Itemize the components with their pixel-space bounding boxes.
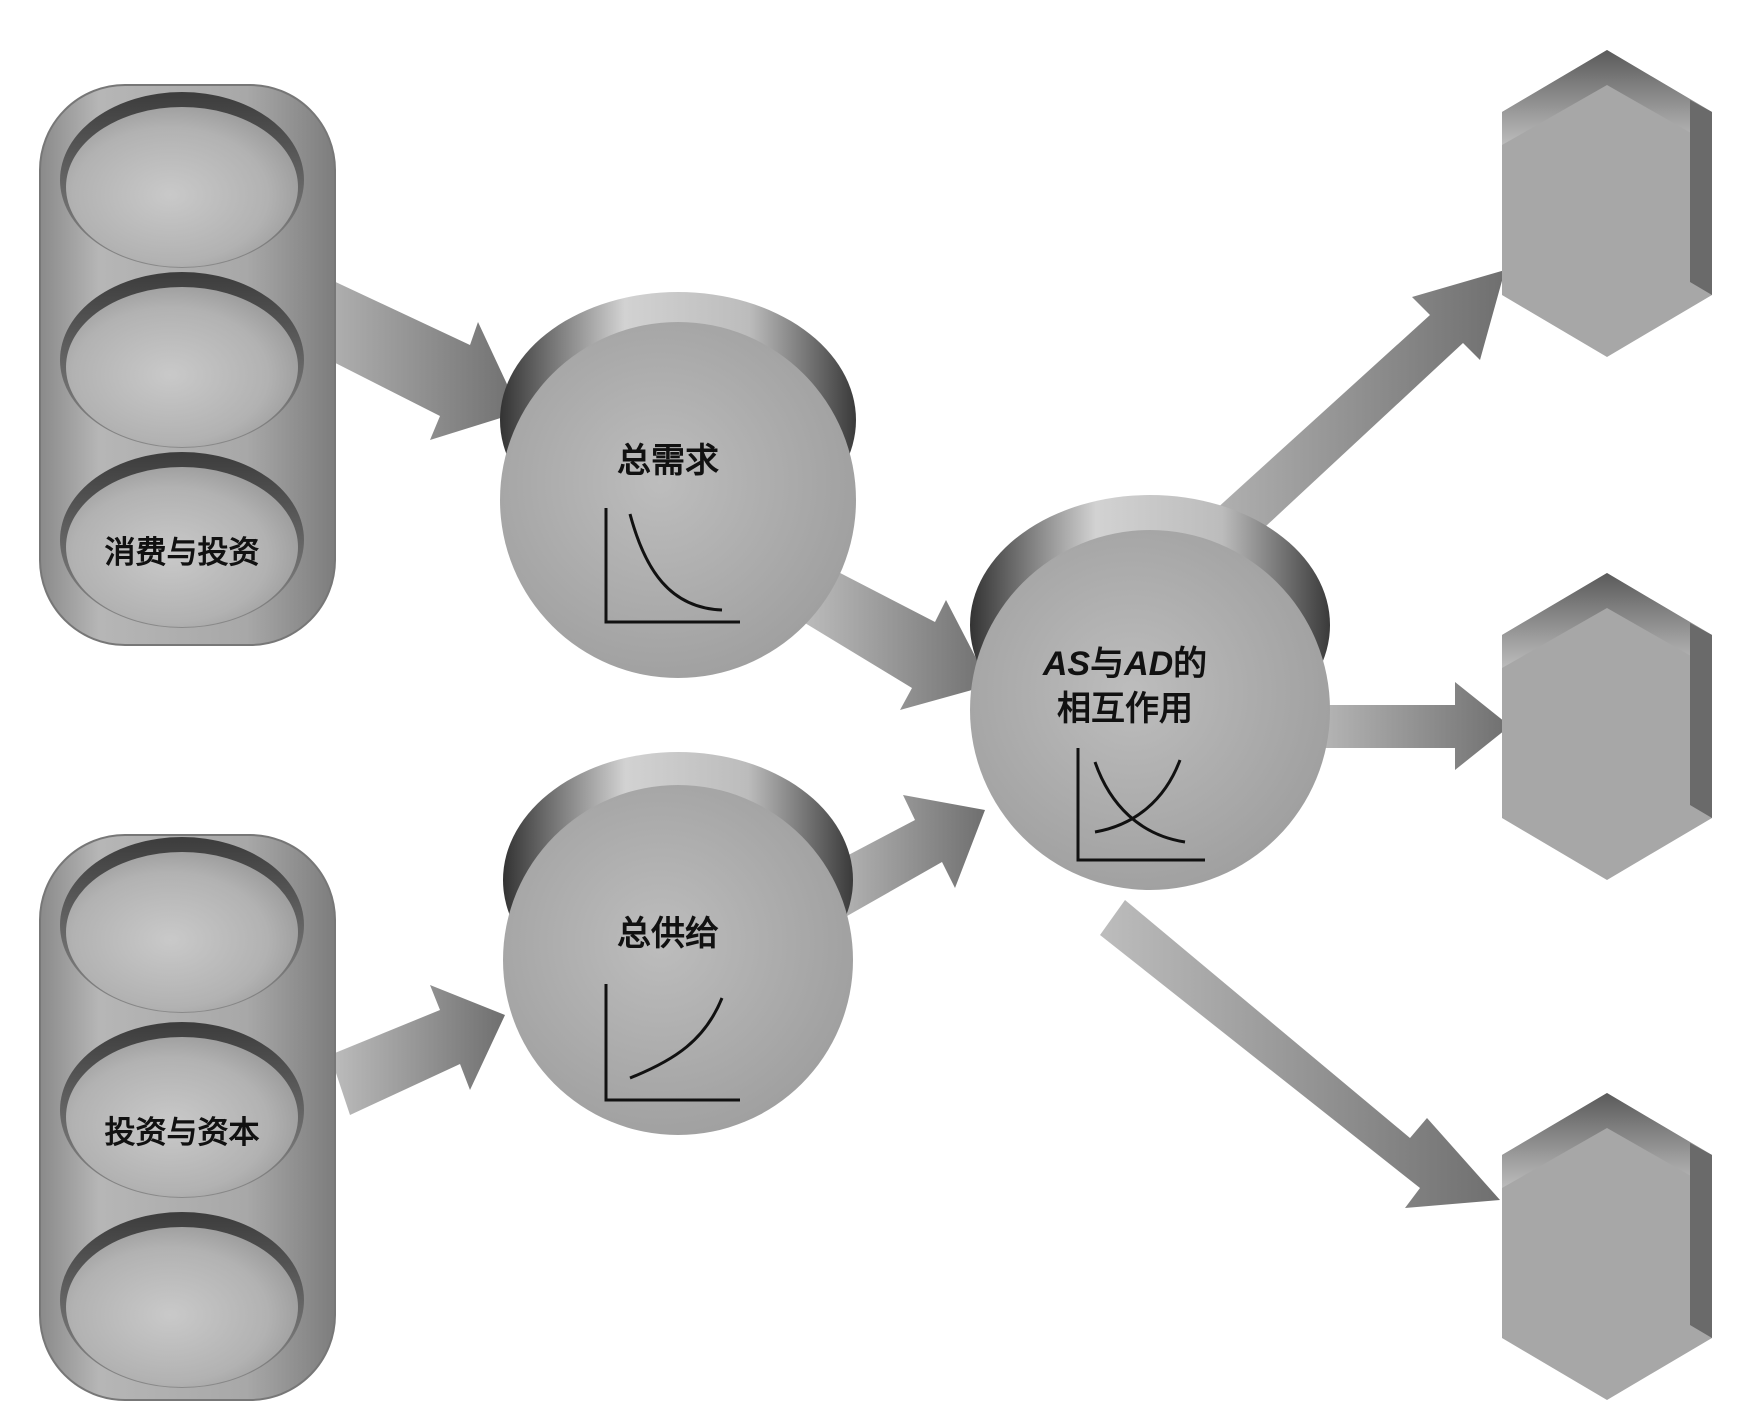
- investment-capital-label: 投资与资本: [105, 1115, 260, 1150]
- node-aggregate-supply: 总供给: [503, 752, 853, 1135]
- consumption-investment-label: 消费与投资: [105, 535, 260, 570]
- cube-top: [1502, 50, 1712, 357]
- arrow-interaction-to-top-cube: [1160, 270, 1505, 592]
- dome-2: [60, 272, 304, 448]
- dome-5: [60, 1022, 304, 1198]
- node-as-ad-interaction: AS与AD的 相互作用: [970, 495, 1330, 890]
- dome-4: [60, 837, 304, 1013]
- cube-middle: [1502, 573, 1712, 880]
- arrow-supply-to-interaction: [820, 795, 985, 920]
- arrow-consumption-to-demand: [290, 270, 520, 440]
- interaction-label-line1: AS与AD的: [1042, 645, 1207, 683]
- node-aggregate-demand: 总需求: [500, 292, 856, 678]
- supply-curve-icon: [604, 984, 740, 1102]
- dome-1: [60, 92, 304, 268]
- arrow-demand-to-interaction: [800, 560, 990, 710]
- interaction-label-line2: 相互作用: [1057, 690, 1193, 728]
- arrow-interaction-to-bottom-cube: [1100, 900, 1500, 1208]
- intersection-curve-icon: [1076, 748, 1205, 862]
- capsule-consumption-investment: 消费与投资: [39, 84, 336, 646]
- aggregate-supply-label: 总供给: [617, 915, 719, 953]
- dome-6: [60, 1212, 304, 1388]
- capsule-investment-capital: 投资与资本: [39, 834, 336, 1401]
- aggregate-demand-label: 总需求: [617, 442, 719, 480]
- arrow-capital-to-supply: [330, 985, 505, 1115]
- cube-bottom: [1502, 1093, 1712, 1400]
- arrow-interaction-to-middle-cube: [1300, 682, 1510, 770]
- demand-curve-icon: [604, 508, 740, 624]
- dome-3: [60, 452, 304, 628]
